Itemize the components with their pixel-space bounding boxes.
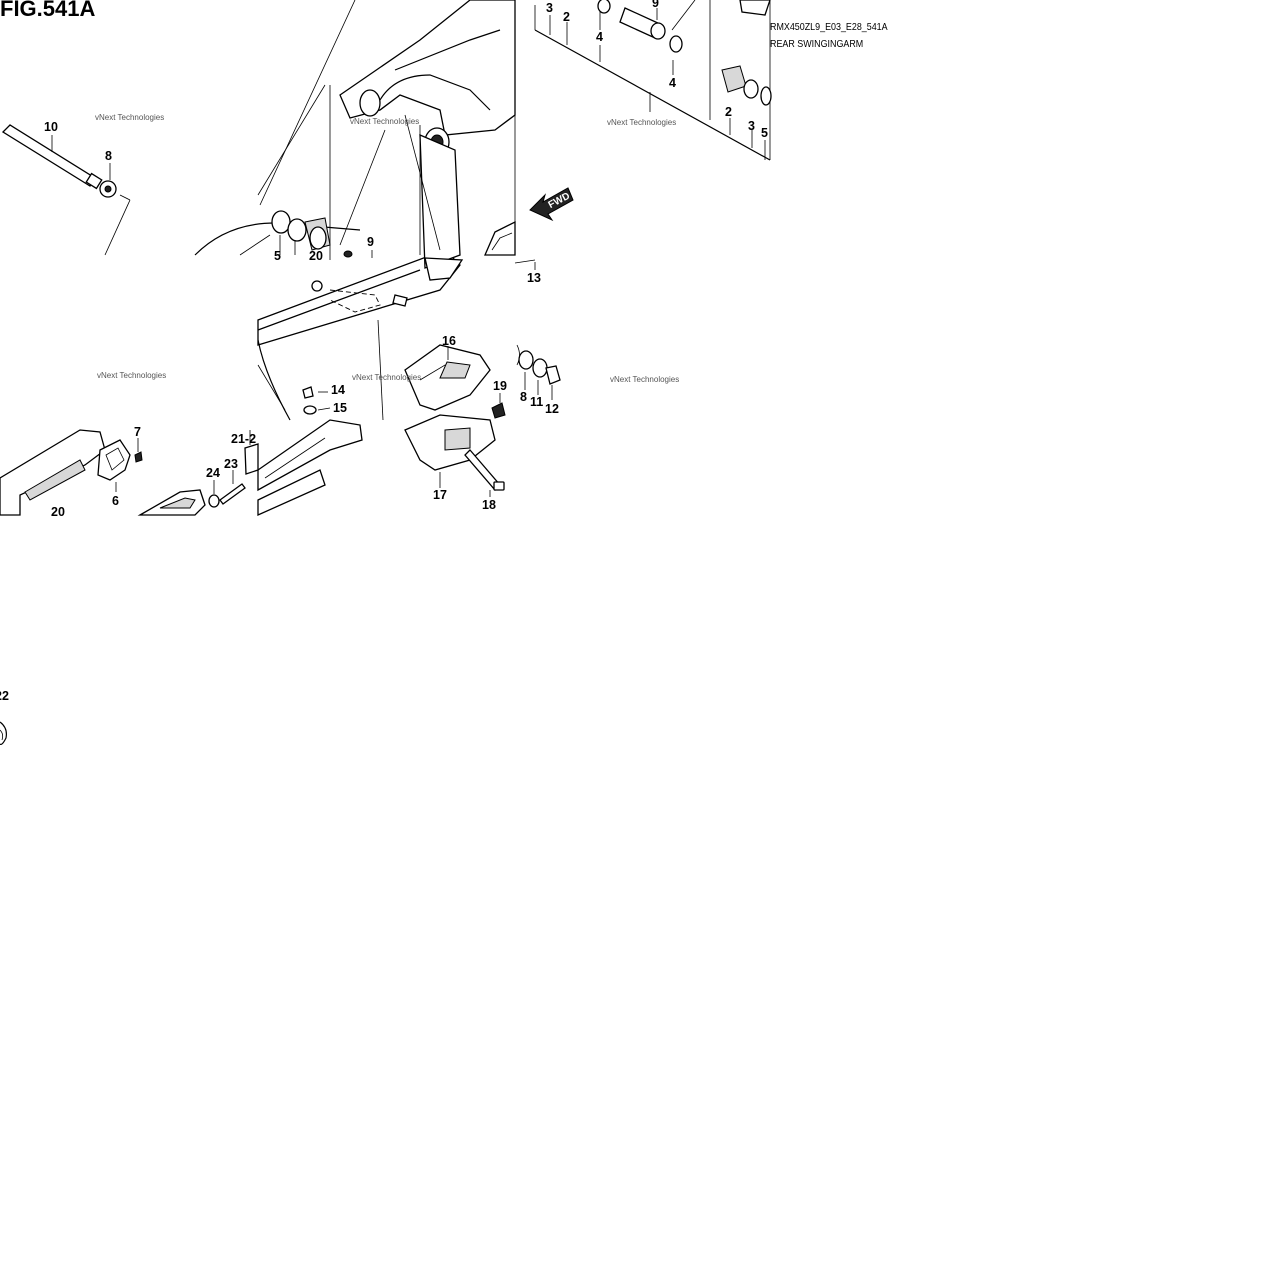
callout-19: 19	[493, 379, 507, 393]
figure-title: FIG.541A	[0, 0, 96, 21]
callout-2-b: 2	[725, 105, 732, 119]
callout-4-b: 4	[669, 76, 676, 90]
callout-3-b: 3	[748, 119, 755, 133]
chain-guide	[404, 344, 506, 497]
watermark-4: vNext Technologies	[97, 371, 166, 380]
callout-16: 16	[442, 334, 456, 348]
figure-name: REAR SWINGINGARM	[770, 38, 864, 50]
rear-end-left	[0, 429, 143, 516]
callout-9-top: 9	[652, 0, 659, 10]
callout-8: 8	[105, 149, 112, 163]
callout-17: 17	[433, 488, 447, 502]
callout-9: 9	[367, 235, 374, 249]
callout-12: 12	[545, 402, 559, 416]
callout-10: 10	[44, 120, 58, 134]
callout-24: 24	[206, 466, 220, 480]
figure-code: RMX450ZL9_E03_E28_541A	[770, 21, 888, 33]
callout-8-b: 8	[520, 390, 527, 404]
bearing-inset	[514, 0, 772, 255]
watermarks: vNext Technologies vNext Technologies vN…	[95, 113, 679, 384]
axle-nut-set	[516, 344, 561, 400]
callout-14: 14	[331, 383, 345, 397]
fwd-arrow: FWD	[529, 187, 574, 222]
callout-18: 18	[482, 498, 496, 512]
watermark-1: vNext Technologies	[95, 113, 164, 122]
callout-20: 20	[309, 249, 323, 263]
watermark-3: vNext Technologies	[607, 118, 676, 127]
callout-11: 11	[530, 395, 543, 409]
lower-swingarm	[137, 339, 363, 517]
callout-2: 2	[563, 10, 570, 24]
callout-15: 15	[333, 401, 347, 415]
callout-5: 5	[274, 249, 281, 263]
callout-7: 7	[134, 425, 141, 439]
callout-numbers: 10 8 5 20 9 3 2 9 4 4 2 3 5 13 16 19 8 1…	[0, 0, 768, 703]
callout-4: 4	[596, 30, 603, 44]
chain-slider-front	[484, 220, 536, 270]
watermark-5: vNext Technologies	[352, 373, 421, 382]
callout-22: 22	[0, 689, 9, 703]
callout-5-b: 5	[761, 126, 768, 140]
partial-item-22	[0, 721, 7, 745]
callout-6: 6	[112, 494, 119, 508]
bolt-washer-14-15	[302, 386, 331, 415]
callout-21-2: 21-2	[231, 432, 256, 446]
watermark-2: vNext Technologies	[350, 117, 419, 126]
swingarm-body	[194, 0, 516, 421]
pivot-shaft	[1, 124, 131, 256]
callout-23: 23	[224, 457, 238, 471]
pivot-bearings-left	[271, 210, 373, 292]
callout-13: 13	[527, 271, 541, 285]
callout-20-b: 20	[51, 505, 65, 519]
callout-3: 3	[546, 1, 553, 15]
watermark-6: vNext Technologies	[610, 375, 679, 384]
